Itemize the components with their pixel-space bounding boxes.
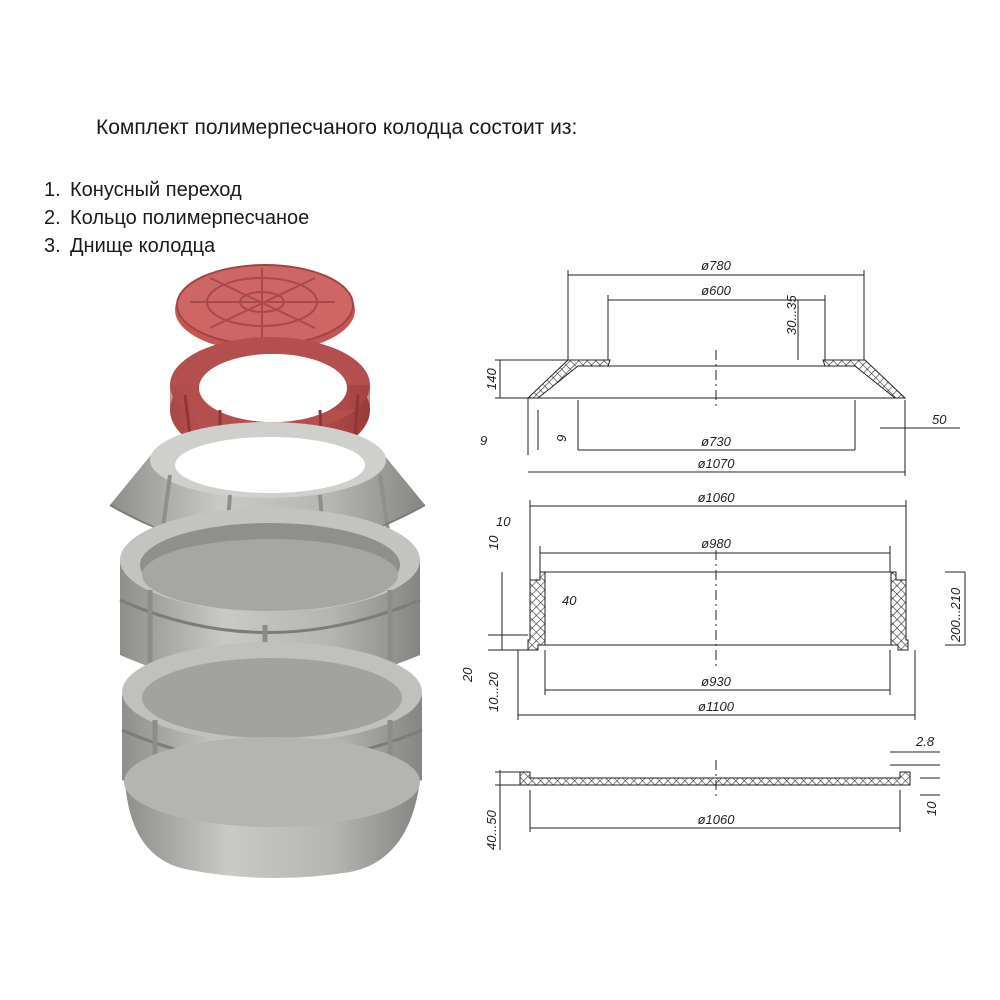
dim-cone-bottom-outer: ø1070	[698, 456, 736, 471]
list-item-label: Днище колодца	[70, 235, 216, 257]
dim-ring-outer-top: ø1060	[698, 490, 736, 505]
list-item: 3. Днище колодца	[44, 232, 309, 260]
list-number: 1.	[44, 179, 61, 201]
list-number: 3.	[44, 235, 61, 257]
dim-ring-wall: 40	[562, 593, 577, 608]
parts-list: 1. Конусный переход 2. Кольцо полимерпесча…	[44, 176, 309, 260]
dim-cone-lip: 30...35	[784, 294, 799, 335]
dim-cone-wall-2: 9	[554, 435, 569, 442]
dim-ring-inner-top: ø980	[701, 536, 731, 551]
bottom-section	[495, 751, 940, 850]
dim-cone-edge: 50	[932, 412, 947, 427]
list-number: 2.	[44, 207, 61, 229]
dim-bottom-thickness: 2.8	[915, 734, 935, 749]
list-item: 1. Конусный переход	[44, 176, 309, 204]
dim-bottom-edge: 10	[924, 801, 939, 816]
dim-ring-top-step-h: 10	[486, 535, 501, 550]
page-title: Комплект полимерпесчаного колодца состои…	[96, 116, 578, 139]
well-ring-lower	[121, 642, 423, 825]
cone-section	[495, 270, 960, 476]
list-item-label: Кольцо полимерпесчаное	[70, 207, 310, 229]
technical-drawing: ø780 ø600 30...35 140 9 9 ø730 ø1070 50 …	[460, 258, 966, 850]
dim-ring-height: 200...210	[948, 587, 963, 643]
dim-cone-height: 140	[484, 368, 499, 390]
list-item-label: Конусный переход	[70, 179, 242, 201]
dim-ring-step-h: 20	[460, 667, 475, 683]
dim-bottom-height: 40...50	[484, 809, 499, 850]
dim-ring-outer-bottom: ø1100	[698, 699, 735, 714]
hatch-lid	[175, 264, 355, 352]
dim-cone-wall: 9	[480, 433, 487, 448]
well-illustration	[109, 264, 426, 879]
ring-section	[488, 500, 966, 720]
dim-cone-bottom-inner: ø730	[701, 434, 731, 449]
dim-ring-inner-bottom: ø930	[701, 674, 731, 689]
dim-cone-top-outer: ø780	[701, 258, 731, 273]
dim-ring-top-step-w: 10	[496, 514, 511, 529]
well-bottom	[124, 737, 420, 879]
dim-bottom-diameter: ø1060	[698, 812, 736, 827]
dim-ring-bottom-step: 10...20	[486, 671, 501, 712]
list-item: 2. Кольцо полимерпесчаное	[44, 204, 309, 232]
dim-cone-top-inner: ø600	[701, 283, 731, 298]
